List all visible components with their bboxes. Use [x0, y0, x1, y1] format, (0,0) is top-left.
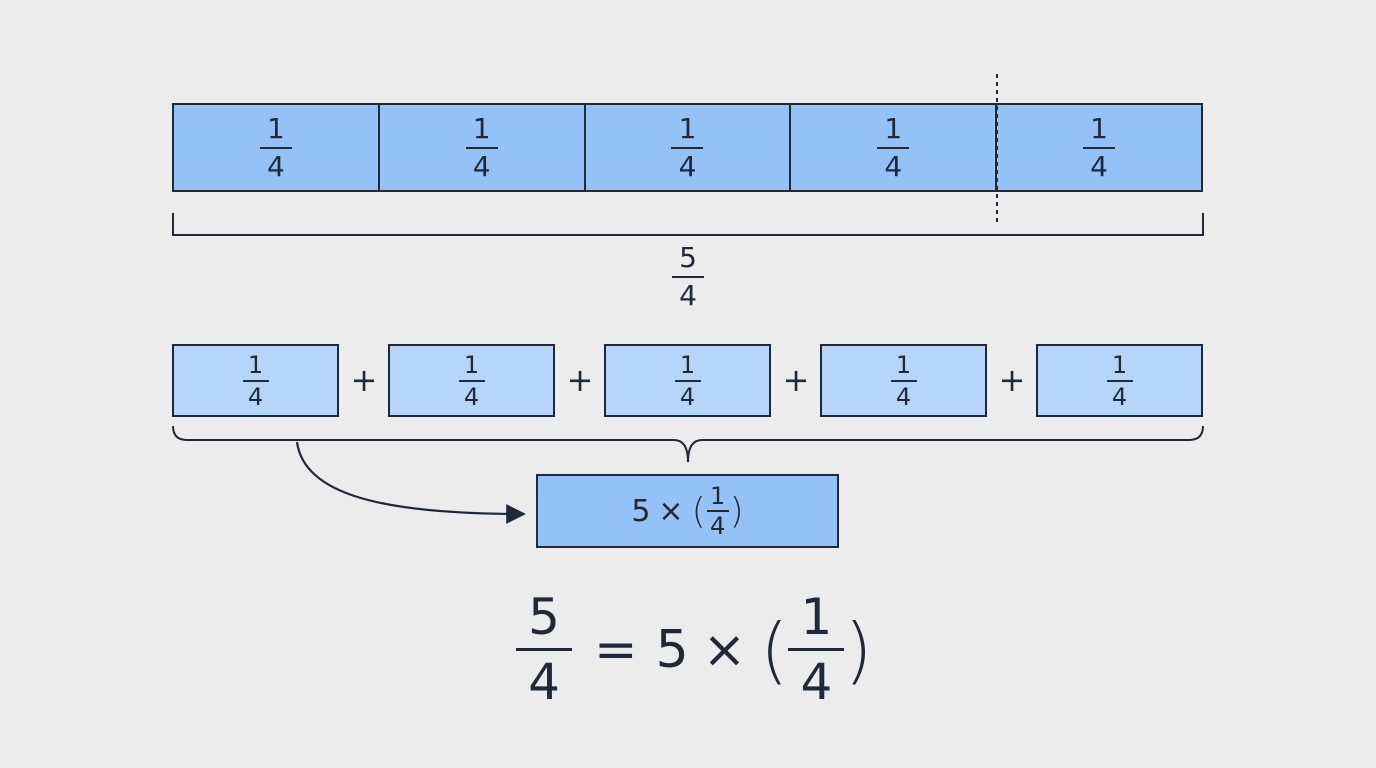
bar-cell: 1 4: [174, 105, 380, 190]
bar-cell: 1 4: [586, 105, 792, 190]
coefficient: 5: [631, 493, 651, 529]
unit-box: 1 4: [388, 344, 555, 417]
numerator: 1: [1111, 350, 1128, 379]
quarter-fraction: 1 4: [1083, 111, 1116, 183]
fraction-bar: [877, 146, 910, 149]
open-paren: (: [691, 490, 706, 532]
close-paren: ): [844, 607, 873, 692]
quarter-fraction: 1 4: [706, 482, 729, 540]
fraction-bar: [788, 648, 845, 651]
fraction-bar: [242, 379, 269, 382]
numerator: 1: [884, 111, 903, 145]
fraction-bar: [672, 276, 704, 278]
numerator: 5: [528, 588, 560, 646]
plus-sign: +: [566, 361, 594, 399]
quarter-fraction: 1 4: [890, 350, 917, 411]
denominator: 4: [800, 653, 833, 711]
quarter-fraction: 1 4: [1106, 350, 1133, 411]
numerator: 1: [472, 111, 491, 145]
quarter-fraction: 1 4: [671, 111, 704, 183]
unit-box: 1 4: [820, 344, 987, 417]
quarter-fraction: 1 4: [259, 111, 292, 183]
coefficient: 5: [655, 619, 689, 680]
denominator: 4: [472, 149, 491, 183]
denominator: 4: [679, 382, 696, 411]
bar-cell: 1 4: [997, 105, 1201, 190]
denominator: 4: [884, 149, 903, 183]
numerator: 1: [800, 588, 833, 646]
bar-cell: 1 4: [791, 105, 998, 190]
equals-sign: =: [594, 619, 638, 680]
denominator: 4: [463, 382, 480, 411]
rhs-fraction: 1 4: [788, 588, 845, 711]
fraction-bar: [1106, 379, 1133, 382]
open-paren: (: [760, 607, 789, 692]
numerator: 1: [247, 350, 264, 379]
denominator: 4: [678, 149, 697, 183]
denominator: 4: [266, 149, 285, 183]
quarter-fraction: 1 4: [458, 350, 485, 411]
close-paren: ): [729, 490, 744, 532]
fraction-bar: [890, 379, 917, 382]
denominator: 4: [679, 279, 697, 312]
quarter-fraction: 1 4: [877, 111, 910, 183]
unit-box: 1 4: [1036, 344, 1203, 417]
fraction-bar: [1083, 146, 1116, 149]
numerator: 1: [678, 111, 697, 145]
plus-sign: +: [782, 361, 810, 399]
numerator: 1: [895, 350, 912, 379]
quarter-fraction: 1 4: [465, 111, 498, 183]
numerator: 1: [463, 350, 480, 379]
fraction-bar: [674, 379, 701, 382]
numerator: 1: [266, 111, 285, 145]
curly-brace: [172, 425, 1204, 463]
plus-sign: +: [350, 361, 378, 399]
whole-bar: 1 4 1 4 1 4 1 4: [172, 103, 1203, 192]
unit-box: 1 4: [172, 344, 339, 417]
bar-cell: 1 4: [380, 105, 586, 190]
denominator: 4: [709, 512, 726, 540]
fraction-bar: [465, 146, 498, 149]
total-bracket: [172, 213, 1204, 236]
equation: 5 4 = 5 × ( 1 4 ): [516, 592, 872, 707]
fraction-bar: [259, 146, 292, 149]
fraction-bar: [671, 146, 704, 149]
numerator: 1: [679, 350, 696, 379]
numerator: 1: [709, 482, 726, 510]
quarter-fraction: 1 4: [242, 350, 269, 411]
denominator: 4: [528, 653, 560, 711]
fraction-bar: [458, 379, 485, 382]
denominator: 4: [895, 382, 912, 411]
denominator: 4: [1090, 149, 1108, 183]
fraction-bar: [706, 510, 729, 512]
times-sign: ×: [658, 493, 684, 529]
plus-sign: +: [998, 361, 1026, 399]
total-fraction: 5 4: [672, 244, 704, 310]
unit-box: 1 4: [604, 344, 771, 417]
quarter-fraction: 1 4: [674, 350, 701, 411]
product-box: 5 × ( 1 4 ): [536, 474, 839, 548]
arrow-connector: [295, 441, 526, 524]
times-sign: ×: [702, 619, 747, 680]
fraction-bar: [516, 648, 572, 651]
numerator: 5: [679, 241, 697, 274]
numerator: 1: [1090, 111, 1108, 145]
denominator: 4: [247, 382, 264, 411]
lhs-fraction: 5 4: [516, 592, 572, 707]
denominator: 4: [1111, 382, 1128, 411]
